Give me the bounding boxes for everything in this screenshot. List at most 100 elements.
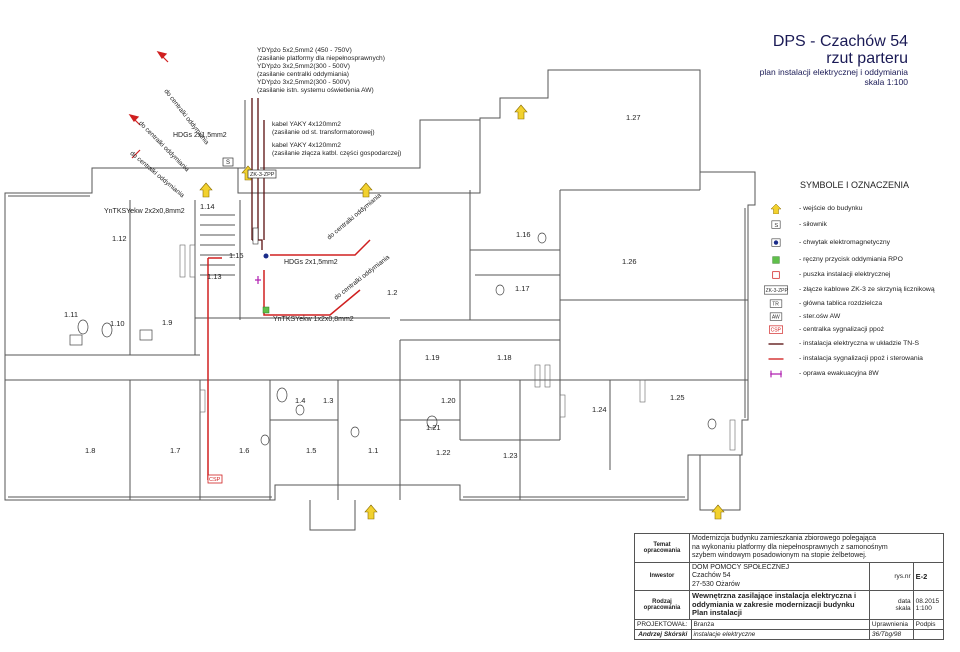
- legend-item: - ręczny przycisk oddymiania RPO: [765, 255, 955, 267]
- actuator-icon: S: [771, 220, 781, 229]
- room-label: 1.14: [200, 202, 215, 211]
- inwestor-line: Czachów 54: [692, 572, 731, 579]
- cable-note-line: kabel YAKY 4x120mm2: [272, 121, 341, 128]
- cable-note-line: kabel YAKY 4x120mm2: [272, 142, 341, 149]
- data-value: 08.2015: [915, 597, 940, 605]
- label-yntks: YnTKSYekw 1x2x0,8mm2: [273, 316, 354, 323]
- legend-text: - instalacja sygnalizacji ppoż i sterowa…: [799, 355, 923, 362]
- room-label: 1.6: [239, 446, 250, 455]
- legend-item: - oprawa ewakuacyjna 8W: [765, 369, 955, 381]
- line-red-icon: [768, 358, 784, 360]
- legend-text: - oprawa ewakuacyjna 8W: [799, 370, 879, 377]
- rys-value: E-2: [912, 561, 945, 591]
- rodzaj-label: Rodzaj opracowania: [634, 590, 690, 620]
- legend-item: S - siłownik: [765, 220, 955, 232]
- inwestor-label: Inwestor: [634, 561, 690, 591]
- room-label: 1.17: [515, 284, 530, 293]
- rodzaj-line: Plan instalacji: [692, 608, 743, 617]
- legend-item: AW - ster.ośw AW: [765, 312, 955, 324]
- line-dark-icon: [768, 343, 784, 345]
- cable-note-line: (zasilanie od st. transformatorowej): [272, 129, 375, 136]
- legend-text: - siłownik: [799, 221, 827, 228]
- cable-note-line: YDYpżo 5x2,5mm2 (450 - 750V): [257, 47, 352, 54]
- legend-text: - ręczny przycisk oddymiania RPO: [799, 256, 903, 263]
- title-line-4: skala 1:100: [864, 77, 908, 87]
- magnet-holder-icon: [771, 238, 781, 247]
- branza-value: instalacje elektryczne: [690, 628, 870, 640]
- evac-light-icon: [770, 370, 782, 378]
- zk-box-icon: [247, 169, 277, 179]
- skala-value: 1:100: [915, 604, 932, 612]
- room-label: 1.10: [110, 319, 125, 328]
- title-line-1: DPS - Czachów 54: [772, 33, 908, 50]
- room-label: 1.11: [64, 310, 79, 319]
- legend-sym-text: CSP: [771, 328, 782, 334]
- csp-box-icon: CSP: [769, 325, 783, 334]
- legend-title: SYMBOLE I OZNACZENIA: [800, 180, 910, 190]
- inwestor-line: DOM POMOCY SPOŁECZNEJ: [692, 563, 790, 571]
- csp-box-icon: [207, 474, 223, 484]
- podpis-label: Podpis: [912, 618, 945, 630]
- room-label: 1.22: [436, 448, 451, 457]
- podpis-value: [912, 628, 945, 640]
- zk-box-icon: ZK-3-ZPP: [764, 285, 789, 295]
- room-label: 1.25: [670, 393, 685, 402]
- legend-item: - puszka instalacji elektrycznej: [765, 270, 955, 282]
- legend-sym-text: AW: [772, 315, 780, 321]
- cable-note-line: (zasilanie złącza katbl. części gospodar…: [272, 150, 402, 157]
- projektowal-label: PROJEKTOWAŁ:: [634, 618, 692, 630]
- cable-note-line: YDYpżo 3x2,5mm2(300 - 500V): [257, 63, 350, 70]
- legend-text: - puszka instalacji elektrycznej: [799, 271, 891, 278]
- rodzaj-value: Wewnętrzna zasilające instalacja elektry…: [689, 590, 870, 620]
- room-label: 1.21: [426, 423, 441, 432]
- room-label: 1.4: [295, 396, 306, 405]
- rodzaj-line: oddymiania w zakresie modernizacji budyn…: [692, 599, 855, 609]
- room-label: 1.8: [85, 446, 96, 455]
- legend-item: ZK-3-ZPP - złącze kablowe ZK-3 ze skrzyn…: [764, 285, 955, 297]
- room-label: 1.19: [425, 353, 440, 362]
- legend-sym-text: S: [774, 223, 778, 229]
- data-skala-values: 08.2015 1:100: [912, 590, 945, 620]
- inwestor-value: DOM POMOCY SPOŁECZNEJ Czachów 54 27-530 …: [689, 561, 870, 591]
- room-label: 1.16: [516, 230, 531, 239]
- legend-sym-text: ZK-3-ZPP: [766, 288, 789, 294]
- temat-value: Modernizcja budynku zamieszkania zbiorow…: [689, 533, 944, 563]
- room-label: 1.15: [229, 251, 244, 260]
- room-label: 1.12: [112, 234, 127, 243]
- temat-line: szybem windowym posadowionym na stopie ż…: [692, 552, 867, 559]
- entrance-arrow-icon: [770, 204, 782, 214]
- room-label: 1.9: [162, 318, 173, 327]
- title-block-table: Temat opracowania Modernizcja budynku za…: [634, 533, 945, 640]
- entrance-arrow-icon: [199, 104, 725, 520]
- aw-controller-icon: AW: [769, 312, 783, 321]
- cable-note-line: (zasilanie centralki oddymiania): [257, 71, 349, 78]
- cable-note-top: YDYpżo 5x2,5mm2 (450 - 750V) (zasilanie …: [257, 47, 385, 95]
- title-line-3: plan instalacji elektrycznej i oddymiani…: [759, 67, 908, 77]
- legend-item: - wejście do budynku: [765, 204, 955, 216]
- drawing-title: DPS - Czachów 54 rzut parteru plan insta…: [760, 33, 908, 87]
- cable-note-line: YDYpżo 3x2,5mm2(300 - 500V): [257, 79, 350, 86]
- label-hdgs: HDGs 2x1,5mm2: [173, 132, 227, 139]
- legend-item: TR - główna tablica rozdzielcza: [765, 299, 955, 311]
- rpo-button-icon: [772, 256, 780, 264]
- uprawnienia-value: 36/Tbg/98: [868, 628, 914, 640]
- cable-note-line: (zasilanie platformy dla niepełnosprawny…: [257, 55, 385, 62]
- room-label: 1.13: [207, 272, 222, 281]
- label-yntks: YnTKSYekw 2x2x0,8mm2: [104, 208, 185, 215]
- legend-sym-text: TR: [772, 302, 779, 308]
- junction-box-icon: [772, 271, 780, 279]
- skala-label: skala: [895, 604, 911, 612]
- cable-note-line: (zasilanie istn. systemu oświetlenia AW): [257, 87, 374, 94]
- room-label: 1.27: [626, 113, 641, 122]
- rodzaj-line: Wewnętrzna zasilające instalacja elektry…: [692, 591, 857, 600]
- room-label: 1.23: [503, 451, 518, 460]
- legend-text: - chwytak elektromagnetyczny: [799, 239, 891, 246]
- legend-item: - instalacja sygnalizacji ppoż i sterowa…: [765, 354, 955, 366]
- branza-label: Branża: [690, 618, 870, 630]
- room-label: 1.26: [622, 257, 637, 266]
- room-label: 1.1: [368, 446, 379, 455]
- legend-text: - złącze kablowe ZK-3 ze skrzynią liczni…: [799, 286, 935, 293]
- temat-label: Temat opracowania: [634, 533, 690, 563]
- main-board-icon: TR: [769, 299, 783, 308]
